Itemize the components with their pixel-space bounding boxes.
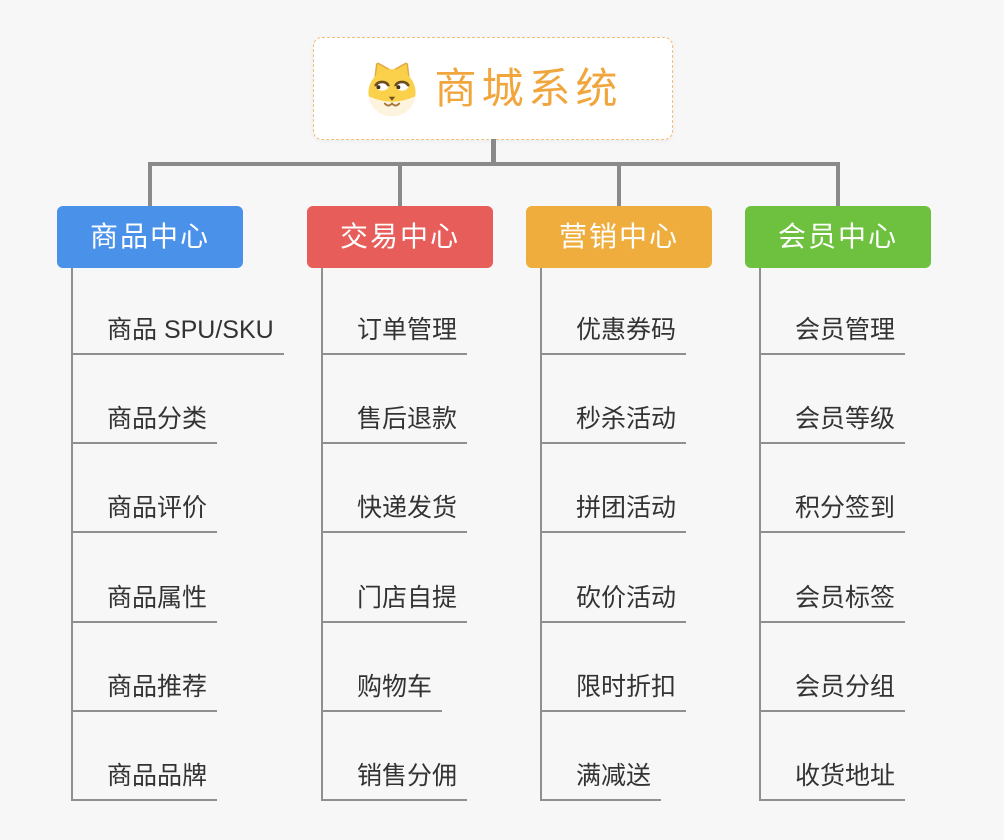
leaf-node-label: 会员等级: [795, 405, 896, 434]
branch-node-label: 交易中心: [339, 221, 460, 252]
leaf-node-label: 商品品牌: [107, 762, 208, 791]
branch-node-1[interactable]: 商品中心: [57, 206, 243, 268]
leaf-node[interactable]: 拼团活动: [542, 485, 687, 533]
leaf-node[interactable]: 购物车: [323, 664, 443, 712]
root-node[interactable]: 商城系统: [313, 37, 673, 140]
leaf-node-label: 订单管理: [357, 316, 458, 345]
leaf-node[interactable]: 商品品牌: [73, 753, 218, 801]
connector-horizontal: [148, 162, 840, 166]
leaf-node-label: 积分签到: [795, 494, 896, 523]
leaf-node-label: 商品 SPU/SKU: [107, 316, 274, 345]
leaf-node-label: 会员分组: [795, 673, 896, 702]
leaf-node-label: 快递发货: [357, 494, 458, 523]
leaf-node[interactable]: 砍价活动: [542, 575, 687, 623]
leaf-node-label: 满减送: [576, 762, 652, 791]
branch-node-label: 会员中心: [777, 221, 898, 252]
leaf-node-label: 会员管理: [795, 316, 896, 345]
leaf-node-label: 秒杀活动: [576, 405, 677, 434]
connector-drop-2: [398, 166, 402, 206]
leaf-node-label: 收货地址: [795, 762, 896, 791]
leaf-node[interactable]: 商品推荐: [73, 664, 218, 712]
connector-drop-1: [148, 166, 152, 206]
leaf-node[interactable]: 订单管理: [323, 307, 468, 355]
leaf-node-label: 门店自提: [357, 584, 458, 613]
leaf-node[interactable]: 商品属性: [73, 575, 218, 623]
leaf-node[interactable]: 优惠券码: [542, 307, 687, 355]
leaf-node[interactable]: 会员等级: [761, 396, 906, 444]
leaf-node-label: 优惠券码: [576, 316, 677, 345]
connector-trunk-3: [540, 268, 542, 801]
leaf-node[interactable]: 商品分类: [73, 396, 218, 444]
connector-trunk-1: [71, 268, 73, 801]
leaf-node-label: 砍价活动: [576, 584, 677, 613]
leaf-node[interactable]: 商品 SPU/SKU: [73, 307, 284, 355]
connector-root-stub: [491, 139, 496, 163]
leaf-node-label: 商品推荐: [107, 673, 208, 702]
leaf-node-label: 会员标签: [795, 584, 896, 613]
leaf-node[interactable]: 门店自提: [323, 575, 468, 623]
leaf-node-label: 商品分类: [107, 405, 208, 434]
leaf-node[interactable]: 会员分组: [761, 664, 906, 712]
leaf-node[interactable]: 秒杀活动: [542, 396, 687, 444]
branch-node-label: 营销中心: [558, 221, 679, 252]
connector-trunk-4: [759, 268, 761, 801]
leaf-node[interactable]: 快递发货: [323, 485, 468, 533]
leaf-node-label: 购物车: [357, 673, 433, 702]
connector-drop-3: [617, 166, 621, 206]
leaf-node[interactable]: 满减送: [542, 753, 662, 801]
root-node-label: 商城系统: [434, 64, 623, 112]
branch-node-2[interactable]: 交易中心: [307, 206, 493, 268]
leaf-node-label: 拼团活动: [576, 494, 677, 523]
leaf-node[interactable]: 售后退款: [323, 396, 468, 444]
branch-node-4[interactable]: 会员中心: [745, 206, 931, 268]
connector-trunk-2: [321, 268, 323, 801]
leaf-node[interactable]: 商品评价: [73, 485, 218, 533]
branch-node-label: 商品中心: [89, 221, 210, 252]
leaf-node-label: 销售分佣: [357, 762, 458, 791]
leaf-node[interactable]: 收货地址: [761, 753, 906, 801]
leaf-node-label: 商品属性: [107, 584, 208, 613]
leaf-node-label: 售后退款: [357, 405, 458, 434]
leaf-node[interactable]: 积分签到: [761, 485, 906, 533]
dog-face-icon: [363, 60, 421, 118]
leaf-node[interactable]: 限时折扣: [542, 664, 687, 712]
leaf-node-label: 商品评价: [107, 494, 208, 523]
leaf-node[interactable]: 会员标签: [761, 575, 906, 623]
leaf-node[interactable]: 会员管理: [761, 307, 906, 355]
leaf-node-label: 限时折扣: [576, 673, 677, 702]
connector-drop-4: [836, 166, 840, 206]
branch-node-3[interactable]: 营销中心: [526, 206, 712, 268]
leaf-node[interactable]: 销售分佣: [323, 753, 468, 801]
